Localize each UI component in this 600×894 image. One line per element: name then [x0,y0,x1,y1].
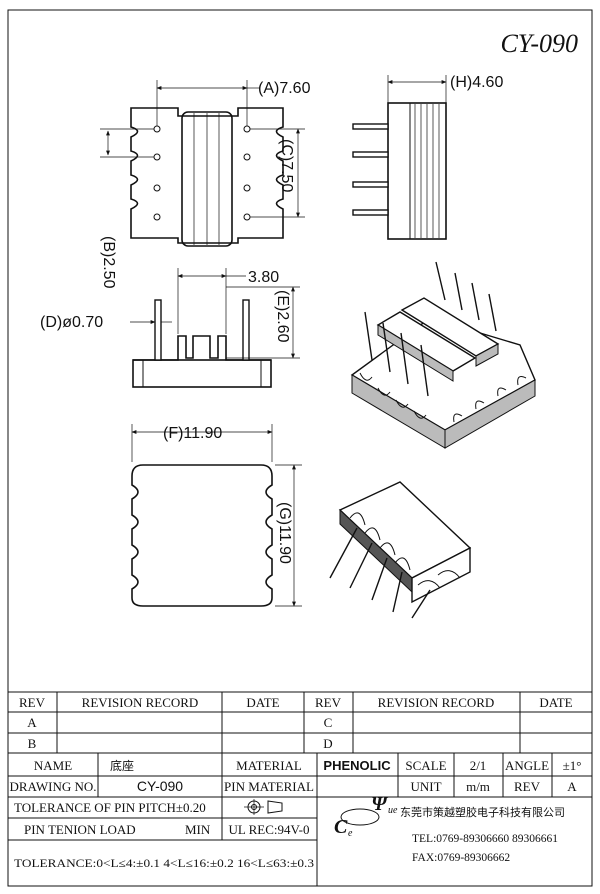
dim-d-label: (D)ø0.70 [40,314,103,331]
dim-c-label: (C)7.50 [278,139,295,192]
unit-value: m/m [466,779,490,794]
angle-label: ANGLE [505,758,549,773]
name-label: NAME [34,758,72,773]
isometric-view-bottom [329,481,472,619]
side-view [352,75,447,240]
name-value: 底座 [110,758,134,773]
company-name: 东莞市策越塑胶电子科技有限公司 [400,805,565,819]
revision-record-header-1: REVISION RECORD [82,695,199,710]
scale-label: SCALE [405,758,446,773]
svg-text:C: C [334,816,348,838]
drawing-title: CY-090 [500,29,578,58]
tolerance-ranges: TOLERANCE:0<L≤4:±0.1 4<L≤16:±0.2 16<L≤63… [14,858,314,870]
svg-text:e: e [348,828,353,839]
isometric-view-top [350,261,536,449]
bottom-view [131,424,302,607]
scale-value: 2/1 [470,758,487,773]
rev-row-a: A [27,715,37,730]
top-view [100,80,305,247]
company-fax: FAX:0769-89306662 [412,852,510,864]
title-block-grid [8,753,592,886]
drawing-no-value: CY-090 [137,778,183,794]
revision-record-header-2: REVISION RECORD [378,695,495,710]
ul-rec: UL REC:94V-0 [228,822,309,837]
rev-header-2: REV [315,695,342,710]
rev-row-b: B [28,736,37,751]
revision-table [8,691,592,754]
dim-a-label: (A)7.60 [258,80,311,97]
pin-load-min: MIN [185,822,211,837]
material-label: MATERIAL [236,758,302,773]
rev-header-1: REV [19,695,46,710]
drawing-no-label: DRAWING NO. [9,779,96,794]
pin-load-label: PIN TENION LOAD [24,822,136,837]
dim-pitch-label: 3.80 [248,269,279,286]
dim-b-label: (B)2.50 [100,236,117,289]
rev-value: A [567,779,577,794]
svg-text:Ψ: Ψ [371,793,389,815]
front-view [130,268,300,388]
rev-label: REV [514,779,541,794]
dim-g-label: (G)11.90 [276,502,293,564]
svg-text:ue: ue [388,805,398,816]
dim-e-label: (E)2.60 [274,290,291,343]
pin-material-label: PIN MATERIAL [224,779,314,794]
company-tel: TEL:0769-89306660 89306661 [412,833,558,845]
company-logo: C e Ψ ue [334,793,398,839]
date-header-2: DATE [539,695,572,710]
unit-label: UNIT [410,779,441,794]
dim-h-label: (H)4.60 [450,74,503,91]
projection-symbol-icon [244,799,283,815]
dim-f-label: (F)11.90 [163,425,222,442]
date-header-1: DATE [246,695,279,710]
tolerance-pitch: TOLERANCE OF PIN PITCH±0.20 [14,800,206,815]
sheet-border [7,9,593,887]
rev-row-c: C [324,715,333,730]
rev-row-d: D [323,736,332,751]
material-value: PHENOLIC [323,758,391,773]
angle-value: ±1° [563,758,582,773]
